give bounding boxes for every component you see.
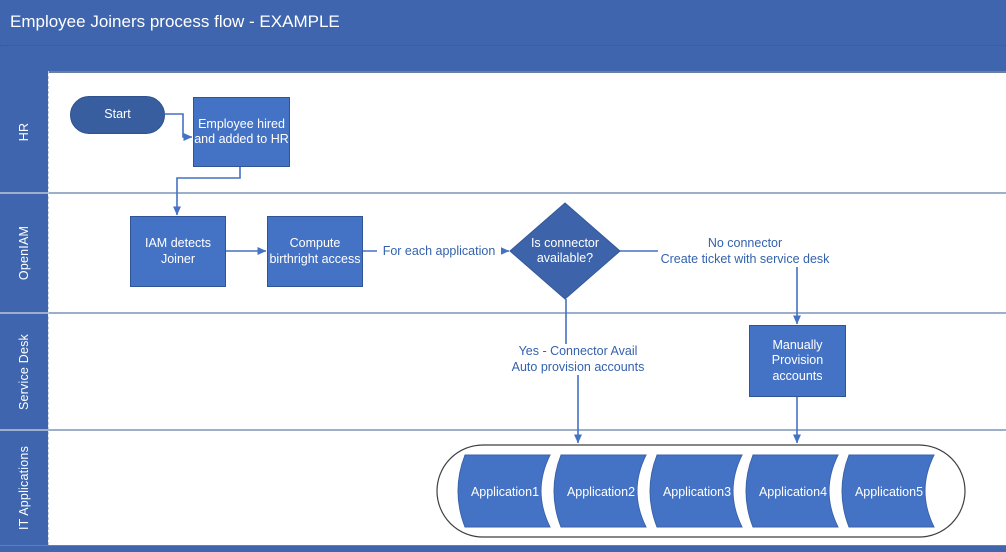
iam-detects-label: IAM detects <box>145 236 211 250</box>
manually-provision-label: Provision <box>771 353 824 368</box>
start-node-label: Start <box>104 107 131 122</box>
application5-node <box>841 454 935 528</box>
application1-node <box>457 454 551 528</box>
edge-label-text: Auto provision accounts <box>511 359 645 374</box>
edge-label-yes-connector: Yes - Connector Avail Auto provision acc… <box>506 344 650 375</box>
lane-divider <box>0 429 1006 431</box>
application5-label: Application5 <box>855 485 923 499</box>
lane-label-openiam: OpenIAM <box>0 193 48 313</box>
diagram-title-bar: Employee Joiners process flow - EXAMPLE <box>0 0 1006 45</box>
diagram-header-band <box>0 45 1006 73</box>
application3-node <box>649 454 743 528</box>
diagram-title: Employee Joiners process flow - EXAMPLE <box>10 12 340 31</box>
application2-label: Application2 <box>567 485 635 499</box>
iam-detects-node: IAM detects Joiner <box>130 216 226 287</box>
lane-label-hr: HR <box>0 71 48 193</box>
decision-diamond-shape <box>509 202 621 300</box>
employee-hired-label: Employee hired <box>198 116 285 131</box>
lane-divider <box>0 312 1006 314</box>
edge-label-no-connector: No connector Create ticket with service … <box>658 236 832 267</box>
lane-label-it-applications: IT Applications <box>0 430 48 545</box>
lane-label-service-desk: Service Desk <box>0 313 48 430</box>
lane-divider <box>0 192 1006 194</box>
edge-label-text: No connector <box>707 236 783 250</box>
connector-hired-to-iam <box>173 167 241 216</box>
employee-hired-label: and added to HR <box>194 132 289 146</box>
edge-label-for-each-application: For each application <box>377 244 501 260</box>
edge-label-text: Yes - Connector Avail <box>518 344 638 358</box>
application-nodes: Application1 Application2 Application3 A… <box>457 454 935 528</box>
application3-label: Application3 <box>663 485 731 499</box>
manually-provision-label: accounts <box>772 368 823 383</box>
decision-label: available? <box>536 251 594 265</box>
iam-detects-label: Joiner <box>160 251 196 266</box>
start-node: Start <box>70 96 165 134</box>
compute-access-label: Compute <box>289 236 341 250</box>
manually-provision-node: Manually Provision accounts <box>749 325 846 397</box>
decision-label: Is connector <box>530 235 600 250</box>
connector-start-to-hired <box>165 113 193 141</box>
application4-node <box>745 454 839 528</box>
application1-label: Application1 <box>471 485 539 499</box>
decision-node-text: Is connector available? <box>512 235 618 267</box>
edge-label-text: For each application <box>382 244 496 258</box>
application4-label: Application4 <box>759 485 827 499</box>
employee-hired-node: Employee hired and added to HR <box>193 97 290 167</box>
compute-access-label: birthright access <box>269 251 361 266</box>
lane-column-border <box>48 71 49 545</box>
edge-label-text: Create ticket with service desk <box>660 251 830 266</box>
manually-provision-label: Manually <box>772 337 823 352</box>
diagram-bottom-band <box>0 545 1006 552</box>
compute-access-node: Compute birthright access <box>267 216 363 287</box>
application2-node <box>553 454 647 528</box>
